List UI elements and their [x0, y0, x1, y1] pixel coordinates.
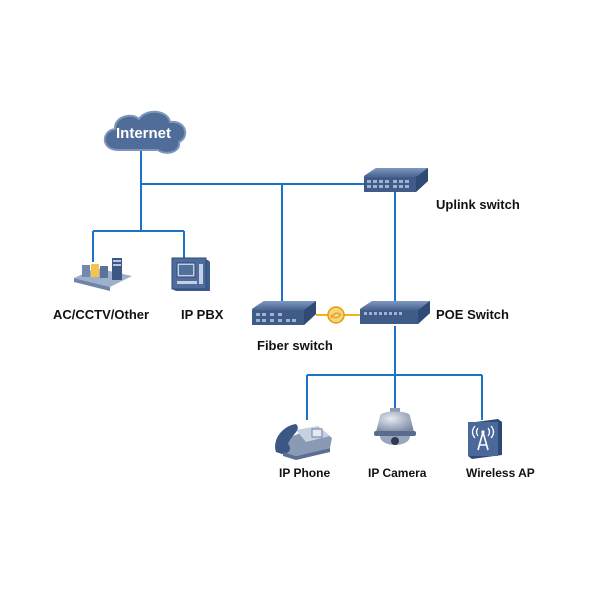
switch-icon: [364, 168, 428, 192]
poe-switch-node[interactable]: [360, 301, 430, 324]
ip-camera-node[interactable]: [374, 408, 416, 445]
wireless-ap-label: Wireless AP: [466, 466, 535, 480]
uplink-switch-node[interactable]: [364, 168, 428, 192]
ip-pbx-label: IP PBX: [181, 307, 224, 322]
wireless-ap-icon: [468, 419, 502, 459]
link-internet-backbone: [140, 150, 364, 185]
ac-cctv-node[interactable]: [74, 258, 132, 291]
phone-icon: [275, 424, 332, 460]
ac-cctv-label: AC/CCTV/Other: [53, 307, 150, 322]
uplink-switch-label: Uplink switch: [436, 197, 520, 212]
ip-phone-label: IP Phone: [279, 466, 331, 480]
server-cluster-icon: [74, 258, 132, 291]
internet-node[interactable]: [103, 110, 187, 154]
switch-icon: [252, 301, 316, 325]
fiber-switch-label: Fiber switch: [257, 338, 333, 353]
pbx-icon: [171, 257, 210, 291]
internet-label: Internet: [116, 125, 172, 142]
fiber-switch-node[interactable]: [252, 301, 316, 325]
links: [92, 150, 483, 420]
fiber-link: [316, 306, 360, 324]
cloud-icon: [103, 110, 187, 154]
ip-phone-node[interactable]: [275, 424, 332, 460]
poe-switch-label: POE Switch: [436, 307, 509, 322]
ip-camera-label: IP Camera: [368, 466, 427, 480]
dome-camera-icon: [374, 408, 416, 445]
fiber-coil-icon: [327, 306, 345, 324]
wireless-ap-node[interactable]: [468, 419, 502, 459]
ip-pbx-node[interactable]: [171, 257, 210, 291]
switch-icon: [360, 301, 430, 324]
